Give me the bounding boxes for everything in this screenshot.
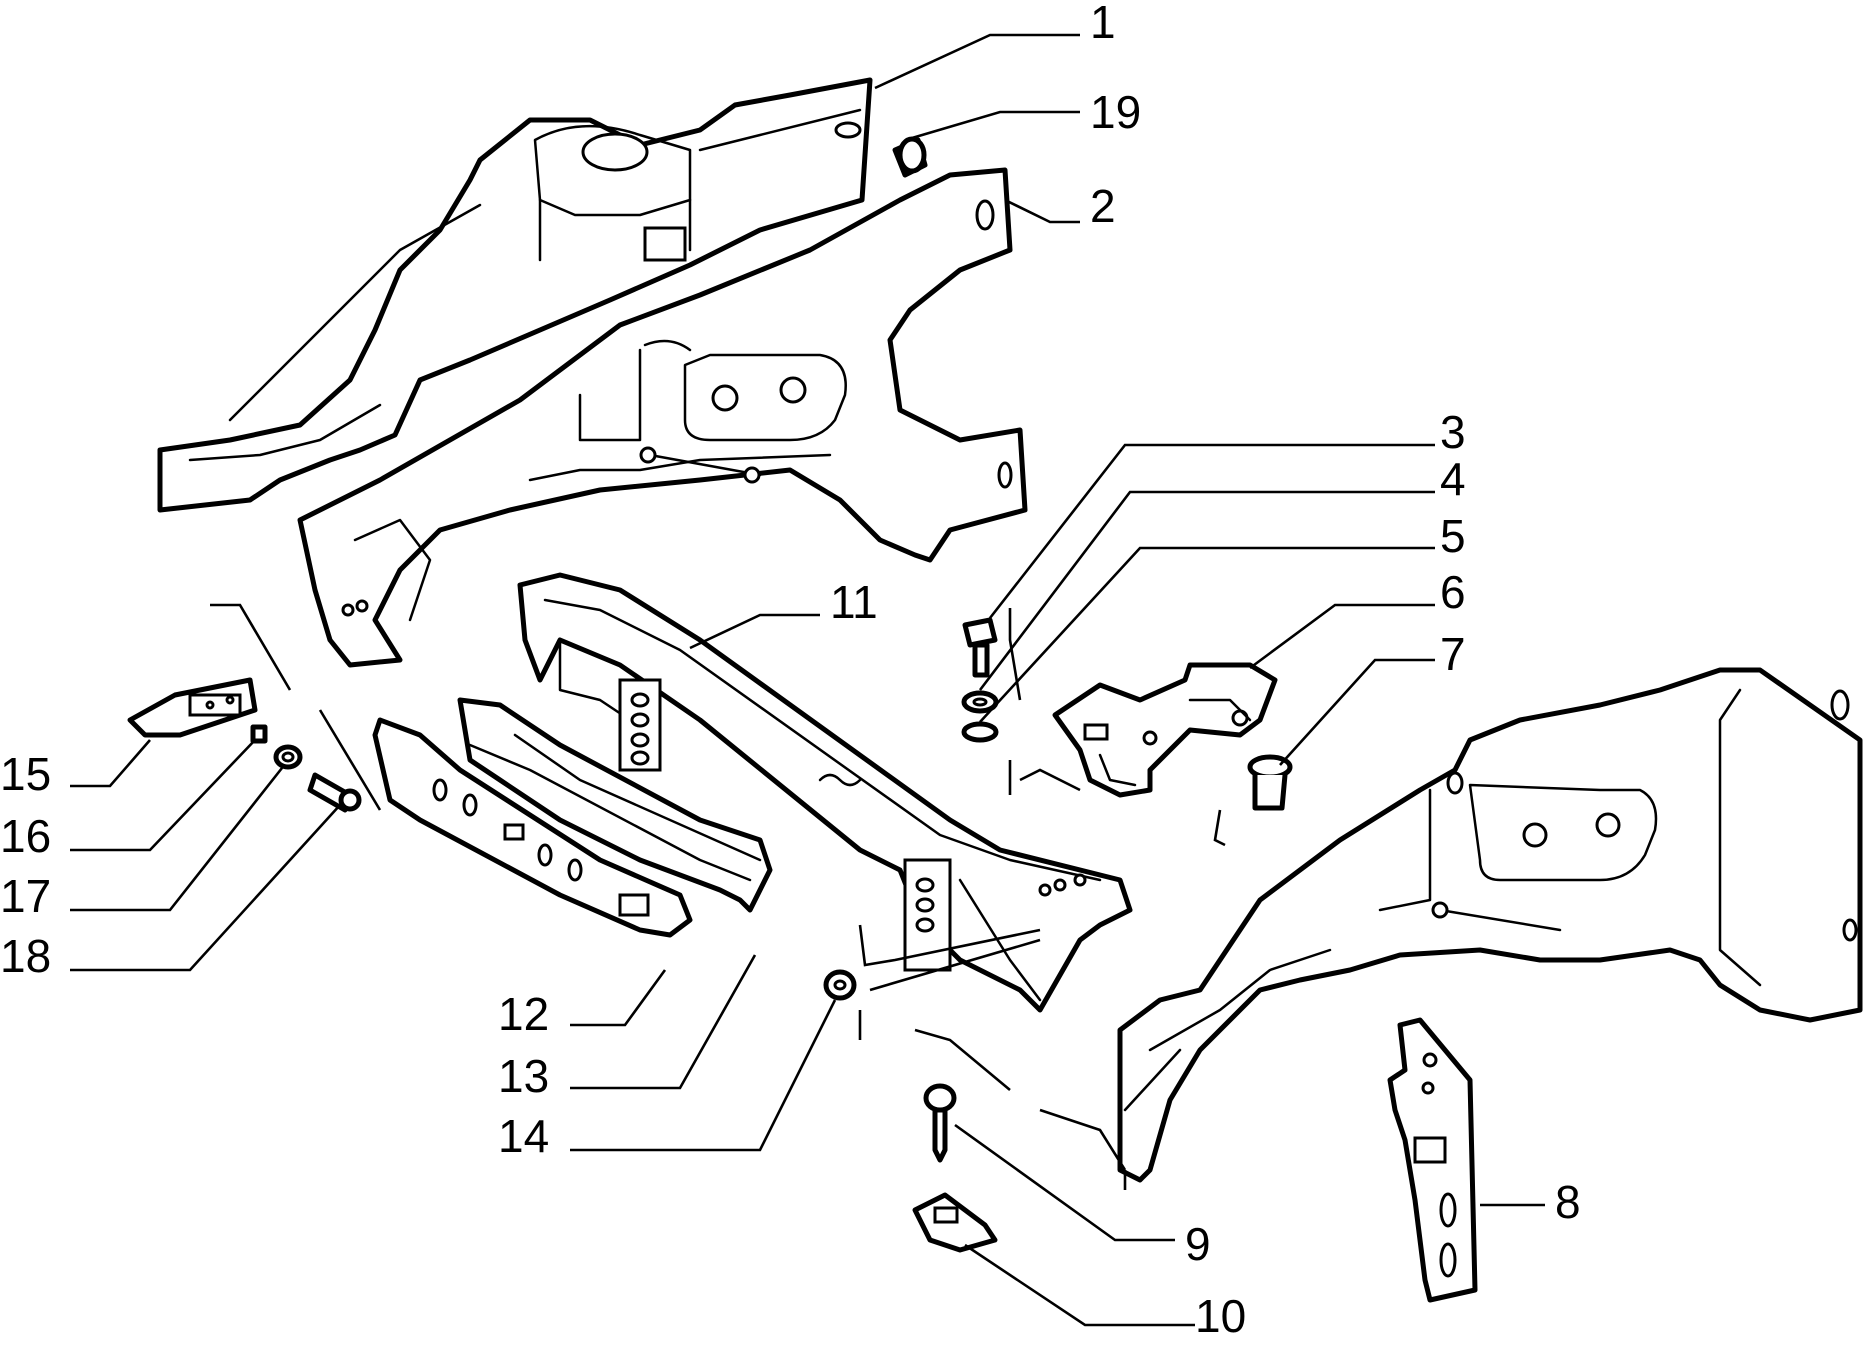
- callout-10: 10: [1195, 1290, 1246, 1342]
- part-1-wheel-arch-panel: [157, 77, 873, 513]
- callout-15: 15: [0, 748, 51, 800]
- part-13-front-beam: [457, 697, 773, 913]
- callout-13: 13: [498, 1050, 549, 1102]
- part-15-bracket: [127, 677, 258, 738]
- callout-18: 18: [0, 930, 51, 982]
- part-3-bolt: [962, 617, 998, 678]
- callout-9: 9: [1185, 1218, 1211, 1270]
- part-17-washer: [273, 744, 303, 770]
- callout-1: 1: [1090, 0, 1116, 48]
- callout-14: 14: [498, 1110, 549, 1162]
- part-9-flange-bolt: [923, 1083, 957, 1163]
- callout-labels: 1 19 2 3 4 5 6 7 11 15 16 17 18 12 13 14…: [0, 0, 1581, 1342]
- callout-17: 17: [0, 870, 51, 922]
- callout-4: 4: [1440, 453, 1466, 505]
- part-19-plug: [892, 136, 928, 178]
- part-11-front-cross-member: [517, 572, 1133, 1013]
- callout-6: 6: [1440, 566, 1466, 618]
- reference-lines: [210, 603, 1226, 1190]
- part-16-nut: [250, 724, 268, 744]
- part-10-clip: [912, 1192, 998, 1253]
- callout-11: 11: [830, 576, 878, 628]
- callout-19: 19: [1090, 86, 1141, 138]
- part-8-vertical-bracket: [1387, 1017, 1478, 1303]
- part-7-bushing: [1247, 754, 1293, 811]
- part-5-washer: [961, 721, 999, 743]
- callout-3: 3: [1440, 406, 1466, 458]
- part-14-nut: [823, 969, 857, 1001]
- right-side-member: [1117, 667, 1863, 1183]
- part-2-side-member: [297, 167, 1028, 668]
- callout-8: 8: [1555, 1176, 1581, 1228]
- callout-7: 7: [1440, 628, 1466, 680]
- part-12-reinforcement-bar: [372, 717, 693, 938]
- callout-5: 5: [1440, 510, 1466, 562]
- callout-16: 16: [0, 810, 51, 862]
- callout-12: 12: [498, 988, 549, 1040]
- callout-2: 2: [1090, 180, 1116, 232]
- leader-lines: [70, 33, 1545, 1327]
- part-18-bolt: [307, 772, 362, 813]
- part-4-washer: [961, 690, 999, 714]
- part-6-mounting-bracket: [1052, 662, 1278, 798]
